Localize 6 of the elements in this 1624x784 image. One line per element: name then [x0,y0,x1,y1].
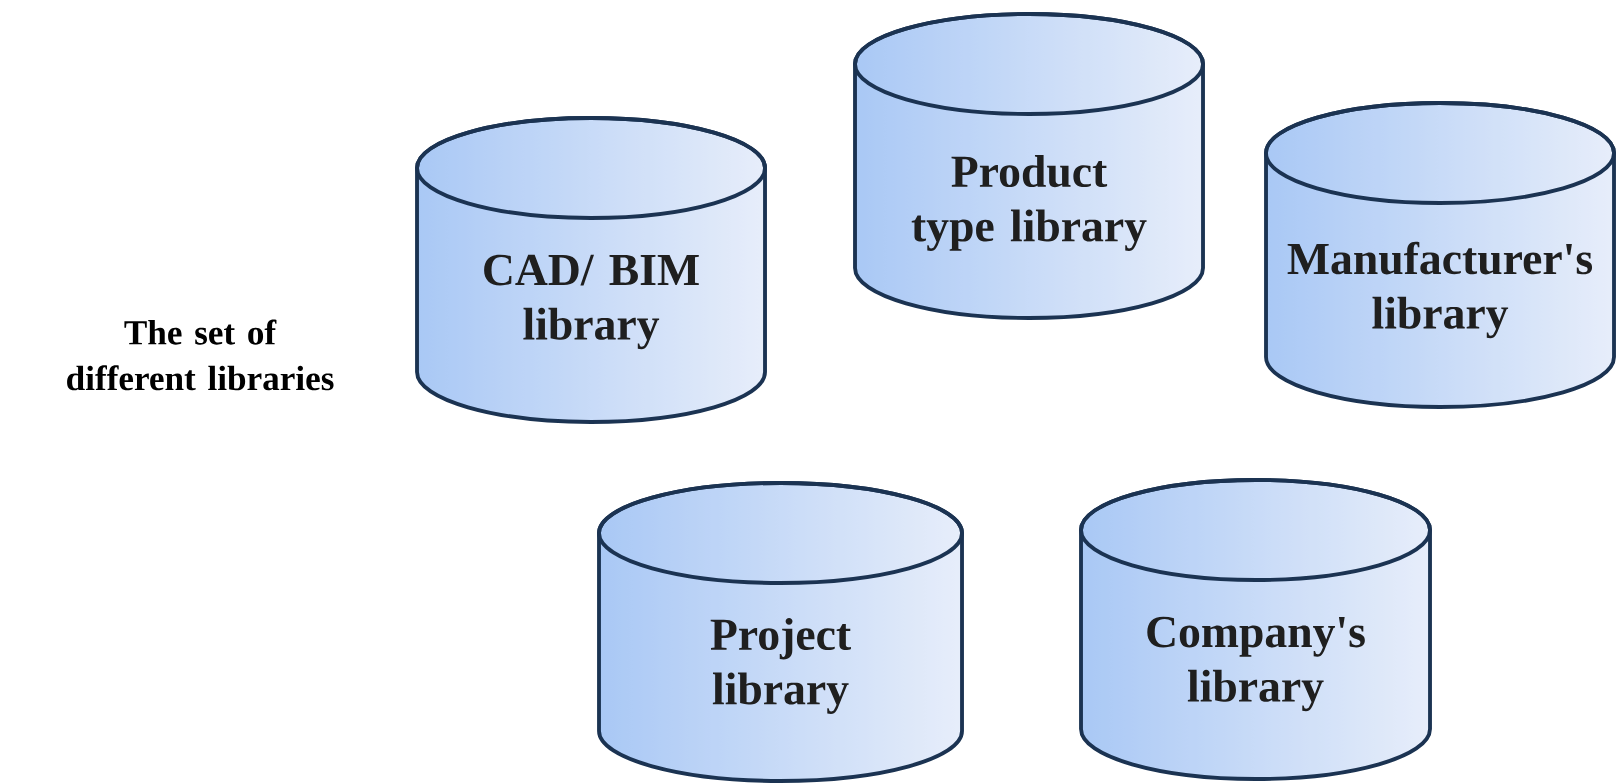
cylinder: CAD/ BIM library [415,116,767,424]
cylinder: Project library [597,481,964,783]
cylinder: Company's library [1079,478,1432,781]
cylinder: Manufacturer's library [1264,101,1616,409]
cylinder: Product type library [853,12,1205,320]
side-label: The set of different libraries [67,319,334,391]
